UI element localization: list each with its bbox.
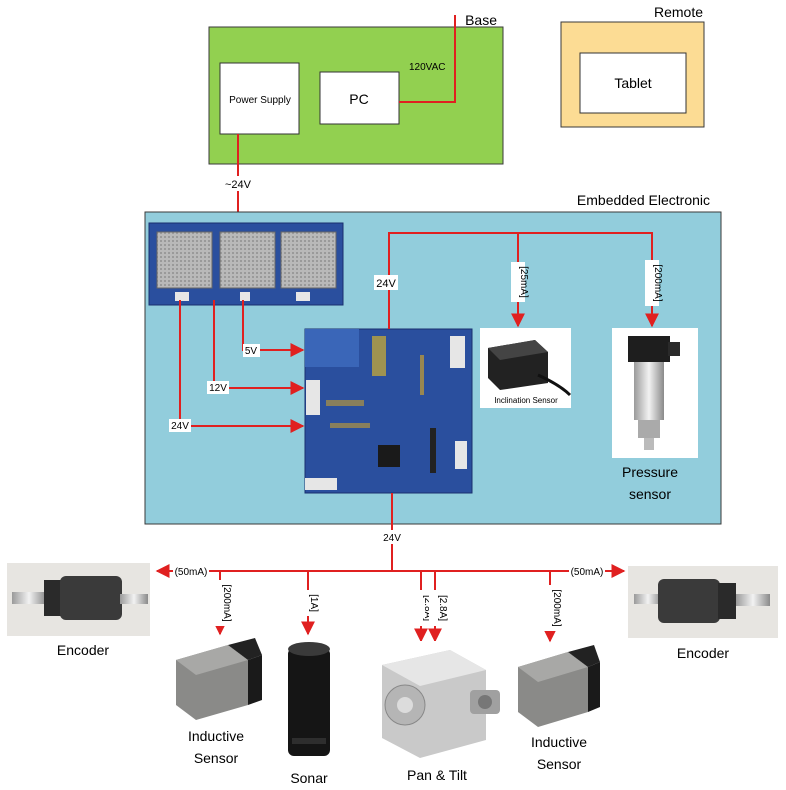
- current-inductive-left: [200mA]: [221, 584, 232, 621]
- pressure-sensor: [612, 328, 698, 458]
- sonar-image: [288, 642, 330, 756]
- inductive-sensor-left-image: [176, 638, 262, 720]
- bus-voltage-label: 24V: [383, 533, 401, 544]
- label-24v-lower: 24V: [171, 421, 189, 432]
- inductive-sensor-left-label-1: Inductive: [188, 728, 244, 744]
- current-pressure: [200mA]: [652, 264, 663, 301]
- tablet-label: Tablet: [614, 75, 651, 91]
- encoder-left-label: Encoder: [57, 642, 109, 658]
- encoder-left-image: [7, 563, 150, 636]
- embedded-group: Embedded Electronic: [144, 192, 722, 525]
- ac-voltage-label: 120VAC: [409, 62, 446, 73]
- pressure-sensor-label-2: sensor: [629, 486, 671, 502]
- encoder-right-label: Encoder: [677, 645, 729, 661]
- label-24v-board: 24V: [376, 278, 396, 290]
- current-pan-tilt-b: [2.8A]: [437, 595, 448, 621]
- pc-block: [319, 71, 400, 125]
- sonar-label: Sonar: [290, 770, 328, 786]
- label-5v: 5V: [245, 346, 258, 357]
- inclination-sensor-label: Inclination Sensor: [494, 396, 558, 405]
- power-supply-label: Power Supply: [229, 95, 291, 106]
- inductive-sensor-right-label-2: Sensor: [537, 756, 582, 772]
- controller-pcb: [304, 328, 473, 494]
- base-group: Base Power Supply PC 120VAC: [208, 12, 504, 165]
- encoder-right-image: [628, 566, 778, 638]
- pc-label: PC: [349, 91, 368, 107]
- inductive-sensor-left-label-2: Sensor: [194, 750, 239, 766]
- current-pan-tilt-a: [2.8A]: [422, 595, 433, 621]
- dc-converter-board: [148, 222, 344, 306]
- label-12v: 12V: [209, 383, 227, 394]
- tablet-block: [579, 52, 687, 114]
- remote-label: Remote: [654, 4, 703, 20]
- power-supply-block: [219, 62, 300, 135]
- current-encoder-left: (50mA): [175, 567, 208, 578]
- current-encoder-right: (50mA): [571, 567, 604, 578]
- remote-group: Remote Tablet: [560, 4, 705, 128]
- inductive-sensor-right-image: [518, 645, 600, 727]
- current-sonar: [1A]: [308, 594, 319, 612]
- base-label: Base: [465, 12, 497, 28]
- dc-input-label: ~24V: [225, 179, 252, 191]
- current-inductive-right: [200mA]: [551, 589, 562, 626]
- inductive-sensor-right-label-1: Inductive: [531, 734, 587, 750]
- embedded-label: Embedded Electronic: [577, 192, 710, 208]
- pressure-sensor-label-1: Pressure: [622, 464, 678, 480]
- inclination-sensor: Inclination Sensor: [480, 328, 572, 408]
- pan-tilt-label: Pan & Tilt: [407, 767, 467, 783]
- current-inclination: [25mA]: [518, 266, 529, 298]
- ac-wire: [399, 15, 456, 103]
- pan-tilt-image: [372, 641, 502, 763]
